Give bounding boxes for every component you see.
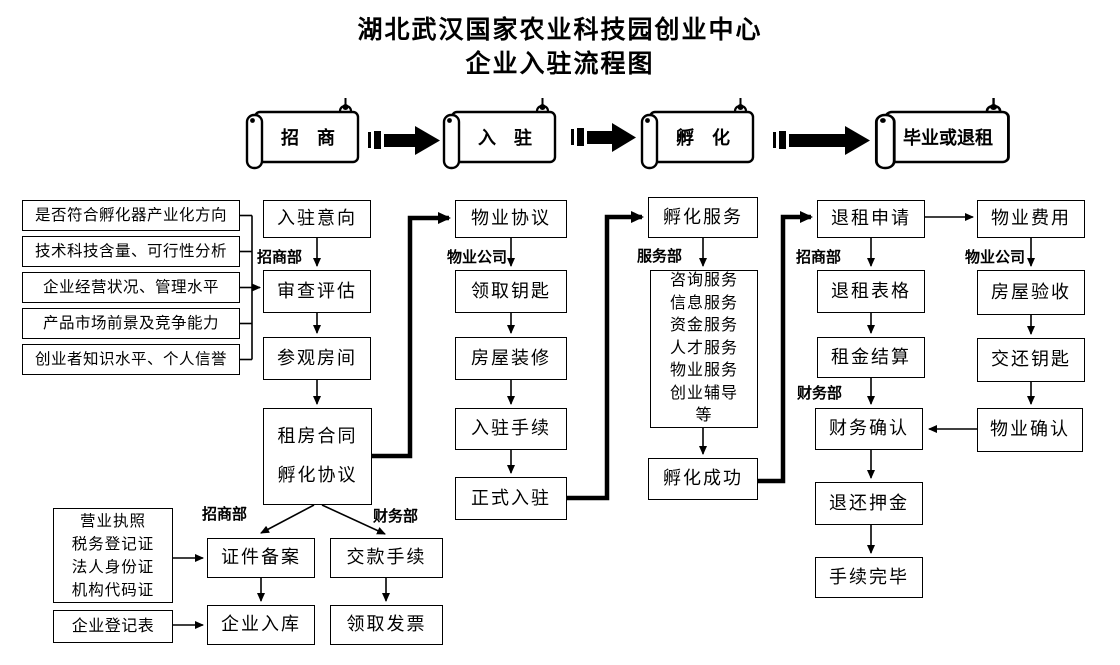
node-entry-intent: 入驻意向 bbox=[263, 200, 371, 238]
node-service-list: 咨询服务 信息服务 资金服务 人才服务 物业服务 创业辅导 等 bbox=[650, 270, 758, 428]
service-information: 信息服务 bbox=[669, 294, 738, 312]
node-return-keys: 交还钥匙 bbox=[977, 338, 1085, 382]
node-review-evaluate: 审查评估 bbox=[263, 270, 371, 313]
dept-label-wuye-gongsi-1: 物业公司 bbox=[447, 250, 508, 266]
dept-label-zhaoshangbu-1: 招商部 bbox=[257, 250, 303, 266]
criteria-direction: 是否符合孵化器产业化方向 bbox=[22, 200, 240, 231]
service-consulting: 咨询服务 bbox=[669, 272, 738, 290]
page-title-line1: 湖北武汉国家农业科技园创业中心 bbox=[357, 17, 763, 44]
stage-banner-label: 招 商 bbox=[281, 128, 335, 148]
node-incubation-service: 孵化服务 bbox=[648, 197, 758, 238]
service-etc: 等 bbox=[695, 407, 713, 425]
node-visit-rooms: 参观房间 bbox=[263, 337, 371, 380]
node-rent-settlement: 租金结算 bbox=[817, 337, 925, 378]
stage-banner-fuhua: 孵 化 bbox=[640, 98, 756, 170]
node-house-inspection: 房屋验收 bbox=[977, 270, 1085, 315]
criteria-technology: 技术科技含量、可行性分析 bbox=[22, 236, 240, 267]
striped-arrow-1 bbox=[368, 126, 440, 155]
dept-label-caiwubu-2: 财务部 bbox=[797, 386, 843, 402]
page-title-line2: 企业入驻流程图 bbox=[465, 51, 655, 78]
stage-banner-zhaoshang: 招 商 bbox=[245, 98, 361, 170]
node-certificate-filing: 证件备案 bbox=[207, 538, 315, 578]
node-movein-procedures: 入驻手续 bbox=[455, 408, 567, 450]
stage-banner-biye: 毕业或退租 bbox=[874, 98, 1012, 170]
node-official-movein: 正式入驻 bbox=[455, 477, 567, 520]
dept-label-wuye-gongsi-2: 物业公司 bbox=[965, 250, 1026, 266]
doc-org-code: 机构代码证 bbox=[71, 581, 155, 599]
node-property-confirm: 物业确认 bbox=[977, 408, 1083, 452]
node-house-renovation: 房屋装修 bbox=[455, 337, 567, 380]
striped-arrow-3 bbox=[773, 126, 870, 155]
stage-banner-ruzhu: 入 驻 bbox=[442, 98, 558, 170]
node-exit-form: 退租表格 bbox=[817, 270, 925, 313]
scroll-shape-icon bbox=[874, 98, 1010, 170]
node-required-documents: 营业执照 税务登记证 法人身份证 机构代码证 bbox=[53, 508, 173, 603]
striped-arrow-2 bbox=[571, 123, 636, 152]
service-startup-coaching: 创业辅导 bbox=[669, 384, 738, 402]
node-procedure-complete: 手续完毕 bbox=[815, 557, 923, 598]
service-talent: 人才服务 bbox=[669, 339, 738, 357]
dept-label-caiwubu-1: 财务部 bbox=[373, 509, 419, 525]
node-incubation-success: 孵化成功 bbox=[648, 458, 758, 500]
contract-line1: 租房合同 bbox=[277, 426, 358, 447]
doc-legal-person-id: 法人身份证 bbox=[71, 558, 155, 576]
node-enterprise-registry: 企业入库 bbox=[207, 605, 315, 645]
service-property: 物业服务 bbox=[669, 362, 738, 380]
node-receive-invoice: 领取发票 bbox=[330, 605, 443, 645]
service-funding: 资金服务 bbox=[669, 317, 738, 335]
dept-label-zhaoshangbu-3: 招商部 bbox=[202, 507, 248, 523]
node-payment-procedure: 交款手续 bbox=[330, 538, 443, 578]
dept-label-fuwubu: 服务部 bbox=[637, 249, 683, 265]
doc-business-license: 营业执照 bbox=[79, 512, 146, 530]
node-property-agreement: 物业协议 bbox=[455, 200, 567, 238]
stage-banner-label: 毕业或退租 bbox=[903, 128, 993, 148]
stage-banner-label: 入 驻 bbox=[478, 128, 532, 148]
criteria-credit: 创业者知识水平、个人信誉 bbox=[22, 344, 240, 375]
scroll-shape-icon bbox=[442, 98, 557, 170]
node-deposit-return: 退还押金 bbox=[815, 482, 923, 525]
node-get-keys: 领取钥匙 bbox=[455, 270, 567, 313]
criteria-collector bbox=[240, 214, 261, 361]
node-registration-form: 企业登记表 bbox=[53, 610, 173, 643]
scroll-shape-icon bbox=[245, 98, 360, 170]
doc-tax-registration: 税务登记证 bbox=[71, 535, 155, 553]
criteria-management: 企业经营状况、管理水平 bbox=[22, 272, 240, 303]
node-lease-contract: 租房合同 孵化协议 bbox=[263, 408, 372, 505]
scroll-shape-icon bbox=[640, 98, 755, 170]
node-property-fee: 物业费用 bbox=[977, 200, 1085, 238]
criteria-market: 产品市场前景及竞争能力 bbox=[22, 308, 240, 339]
contract-line2: 孵化协议 bbox=[277, 464, 358, 485]
dept-label-zhaoshangbu-2: 招商部 bbox=[796, 250, 842, 266]
node-lease-exit-apply: 退租申请 bbox=[817, 200, 925, 238]
stage-banner-label: 孵 化 bbox=[676, 128, 730, 148]
node-finance-confirm: 财务确认 bbox=[815, 408, 923, 450]
